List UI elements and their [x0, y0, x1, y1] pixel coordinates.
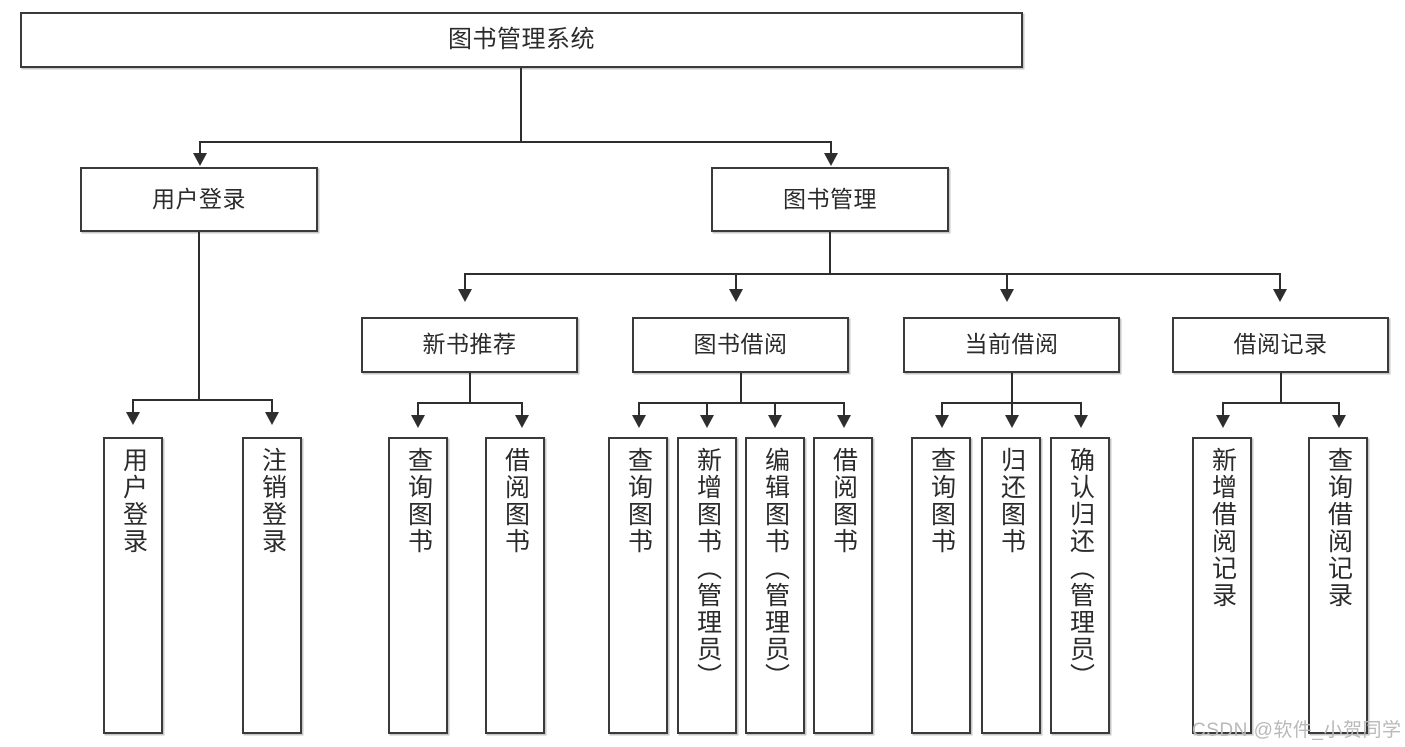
arrowhead-root-to-user-login	[193, 153, 207, 166]
connector-borrow-record-bar	[1222, 402, 1339, 404]
node-label: 图书管理系统	[448, 25, 595, 53]
arrowhead-borrow-record-leaf-1	[1216, 415, 1230, 428]
arrowhead-current-borrow-leaf-1	[935, 415, 949, 428]
connector-to-borrow-record	[1279, 273, 1281, 295]
node-leaf-query-book-1[interactable]: 查询图书	[388, 437, 448, 734]
arrowhead-to-new-book-recommend	[458, 289, 472, 302]
connector-new-book-down	[469, 373, 471, 403]
arrowhead-to-borrow-record	[1273, 289, 1287, 302]
connector-user-login-down	[198, 232, 200, 400]
connector-book-borrow-leaf-4	[843, 402, 845, 420]
node-book-borrow[interactable]: 图书借阅	[632, 317, 849, 373]
node-leaf-query-book-2[interactable]: 查询图书	[608, 437, 668, 734]
node-label: 用户登录	[152, 185, 246, 212]
connector-new-book-bar	[417, 402, 522, 404]
node-label: 确认归还（管理员）	[1066, 447, 1095, 690]
connector-to-current-borrow	[1006, 273, 1008, 295]
node-label: 图书管理	[783, 185, 877, 212]
connector-new-book-leaf-1	[417, 402, 419, 420]
node-leaf-confirm-return[interactable]: 确认归还（管理员）	[1050, 437, 1110, 734]
connector-book-borrow-down	[740, 373, 742, 403]
node-label: 借阅记录	[1233, 331, 1328, 358]
node-leaf-return-book[interactable]: 归还图书	[981, 437, 1041, 734]
node-leaf-borrow-book-1[interactable]: 借阅图书	[485, 437, 545, 734]
connector-current-borrow-leaf-1	[941, 402, 943, 420]
node-label: 查询图书	[927, 447, 956, 555]
node-leaf-query-book-3[interactable]: 查询图书	[911, 437, 971, 734]
arrowhead-to-book-borrow	[729, 289, 743, 302]
connector-book-borrow-leaf-2	[706, 402, 708, 420]
arrowhead-new-book-leaf-2	[515, 415, 529, 428]
arrowhead-root-to-book-manage	[824, 153, 838, 166]
connector-user-login-to-leaf-1	[132, 399, 134, 419]
node-borrow-record[interactable]: 借阅记录	[1172, 317, 1389, 373]
connector-book-borrow-bar	[638, 402, 844, 404]
node-label: 图书借阅	[693, 331, 788, 358]
node-label: 用户登录	[119, 447, 148, 555]
node-leaf-query-record[interactable]: 查询借阅记录	[1308, 437, 1368, 734]
node-new-book-recommend[interactable]: 新书推荐	[361, 317, 578, 373]
arrowhead-new-book-leaf-1	[411, 415, 425, 428]
arrowhead-user-login-to-leaf-1	[126, 412, 140, 425]
connector-new-book-leaf-2	[521, 402, 523, 420]
node-leaf-user-login[interactable]: 用户登录	[103, 437, 163, 734]
connector-root-down	[520, 68, 522, 142]
node-leaf-add-book[interactable]: 新增图书（管理员）	[677, 437, 737, 734]
connector-book-borrow-leaf-3	[774, 402, 776, 420]
node-label: 查询图书	[624, 447, 653, 555]
node-leaf-borrow-book-2[interactable]: 借阅图书	[813, 437, 873, 734]
node-label: 归还图书	[997, 447, 1026, 555]
connector-book-manage-bar	[464, 273, 1280, 275]
node-label: 查询图书	[404, 447, 433, 555]
connector-user-login-to-leaf-2	[271, 399, 273, 419]
connector-borrow-record-leaf-2	[1338, 402, 1340, 420]
connector-to-new-book-recommend	[464, 273, 466, 295]
node-label: 新书推荐	[422, 331, 517, 358]
connector-user-login-bar	[132, 399, 272, 401]
node-root-book-management-system[interactable]: 图书管理系统	[20, 12, 1023, 68]
connector-root-to-user-login	[199, 141, 201, 159]
node-leaf-add-record[interactable]: 新增借阅记录	[1192, 437, 1252, 734]
arrowhead-book-borrow-leaf-1	[632, 415, 646, 428]
connector-book-borrow-leaf-1	[638, 402, 640, 420]
node-book-management[interactable]: 图书管理	[711, 167, 949, 232]
node-label: 新增借阅记录	[1208, 447, 1237, 609]
arrowhead-borrow-record-leaf-2	[1332, 415, 1346, 428]
connector-borrow-record-leaf-1	[1222, 402, 1224, 420]
connector-root-bar	[199, 141, 831, 143]
arrowhead-book-borrow-leaf-3	[768, 415, 782, 428]
node-label: 新增图书（管理员）	[693, 447, 722, 690]
connector-borrow-record-down	[1280, 373, 1282, 403]
connector-current-borrow-down	[1011, 373, 1013, 403]
node-label: 注销登录	[258, 447, 287, 555]
node-leaf-logout-login[interactable]: 注销登录	[242, 437, 302, 734]
arrowhead-current-borrow-leaf-3	[1074, 415, 1088, 428]
node-label: 借阅图书	[829, 447, 858, 555]
arrowhead-book-borrow-leaf-4	[837, 415, 851, 428]
connector-root-to-book-manage	[830, 141, 832, 159]
node-user-login[interactable]: 用户登录	[80, 167, 318, 232]
node-label: 借阅图书	[501, 447, 530, 555]
arrowhead-current-borrow-leaf-2	[1005, 415, 1019, 428]
node-label: 查询借阅记录	[1324, 447, 1353, 609]
node-label: 当前借阅	[964, 331, 1059, 358]
node-current-borrow[interactable]: 当前借阅	[903, 317, 1120, 373]
node-leaf-edit-book[interactable]: 编辑图书（管理员）	[745, 437, 805, 734]
connector-to-book-borrow	[735, 273, 737, 295]
connector-book-manage-down	[829, 232, 831, 274]
connector-current-borrow-leaf-3	[1080, 402, 1082, 420]
arrowhead-book-borrow-leaf-2	[700, 415, 714, 428]
arrowhead-to-current-borrow	[1000, 289, 1014, 302]
arrowhead-user-login-to-leaf-2	[265, 412, 279, 425]
node-label: 编辑图书（管理员）	[761, 447, 790, 690]
connector-current-borrow-leaf-2	[1011, 402, 1013, 420]
